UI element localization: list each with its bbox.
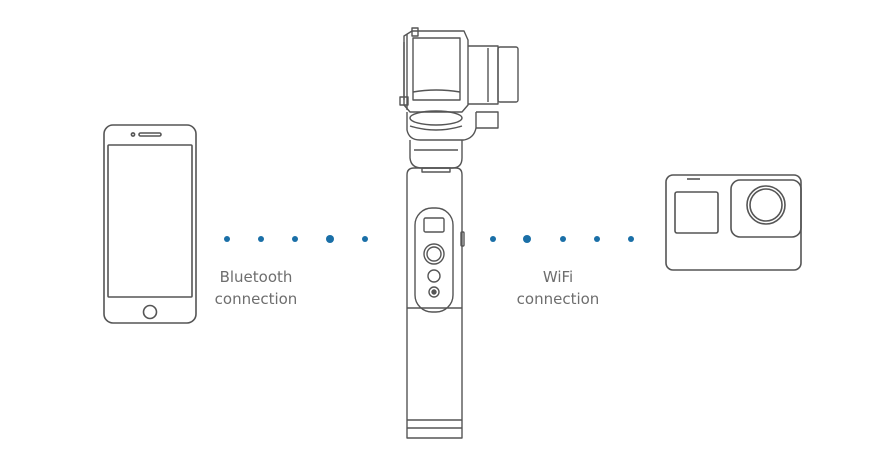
wifi-dots bbox=[490, 235, 634, 243]
bluetooth-dots bbox=[224, 235, 368, 243]
bluetooth-label-line2: connection bbox=[214, 290, 298, 308]
bluetooth-label-line1: Bluetooth bbox=[219, 268, 293, 286]
bluetooth-connection-label: Bluetooth connection bbox=[186, 266, 326, 310]
action-camera-icon bbox=[665, 174, 802, 271]
wifi-label-line1: WiFi bbox=[542, 268, 574, 286]
handheld-gimbal-icon bbox=[399, 27, 519, 439]
wifi-connection-label: WiFi connection bbox=[488, 266, 628, 310]
wifi-label-line2: connection bbox=[516, 290, 600, 308]
smartphone-icon bbox=[103, 124, 197, 324]
